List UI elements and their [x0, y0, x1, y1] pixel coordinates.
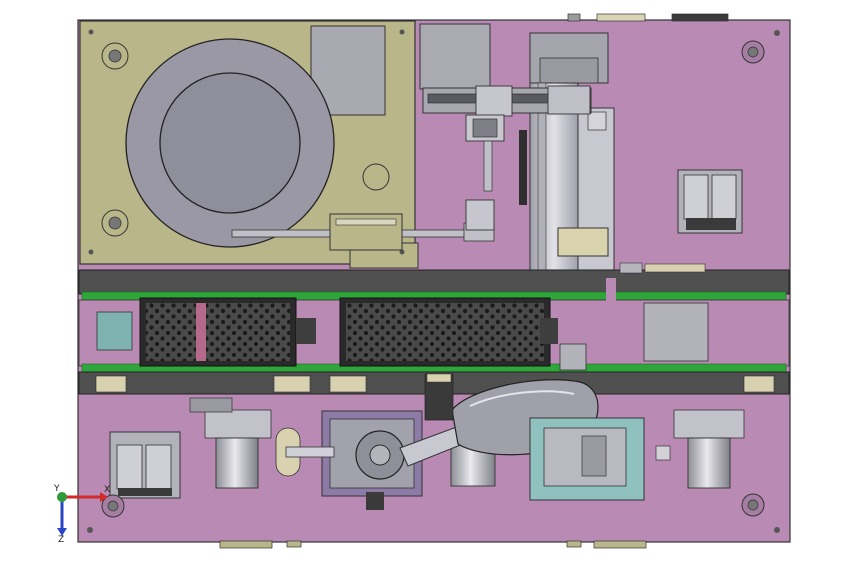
bowl-inner-disc [159, 72, 301, 214]
gantry-cable-cover [557, 227, 609, 257]
clamp-block-left [189, 397, 233, 413]
tray-stopper-left [296, 318, 316, 344]
tray-divider-ruby [196, 303, 206, 361]
gantry-z-rod [483, 140, 493, 192]
rail-block-6 [619, 262, 643, 274]
gantry-drag-chain [519, 130, 527, 205]
robot-rotary-hub [369, 444, 391, 466]
bowl-screw-3 [88, 249, 94, 255]
clamp-block-mid-top [426, 373, 452, 383]
conveyor-gap [606, 278, 616, 306]
gantry-side-plate [577, 107, 615, 296]
tray-stopper-right [540, 318, 558, 344]
axis-y-dot [57, 492, 67, 502]
conveyor-right-sensor [559, 343, 587, 371]
rail-block-5 [644, 263, 706, 273]
corner-hole-tr-inner [747, 46, 759, 58]
gantry-lower-gripper [465, 199, 495, 231]
corner-hole-bl-inner [107, 500, 119, 512]
bottom-tab-2 [286, 540, 302, 548]
right-cylinder-a [683, 174, 709, 220]
gantry-carriage [475, 85, 513, 117]
top-tab-right [671, 13, 729, 22]
gantry-motor-face [539, 57, 599, 84]
tray-right [346, 303, 544, 361]
corner-hole-br-inner [747, 499, 759, 511]
lower-left-cylinder-b [145, 444, 172, 490]
right-lower-sensor [655, 445, 671, 461]
lower-left-cylinder-base [118, 488, 172, 496]
bowl-mount-hole-tl-inner [108, 49, 122, 63]
lower-left-cylinder-a [116, 444, 143, 490]
conveyor-upper-rail [78, 269, 790, 295]
gantry-end-block [547, 85, 591, 115]
robot-shaft-left [285, 446, 335, 458]
rail-block-3 [329, 375, 367, 393]
right-lower-slot [581, 435, 607, 477]
bowl-mount-hole-r [362, 163, 390, 191]
bowl-screw-1 [88, 29, 94, 35]
bottom-tab-4 [593, 540, 647, 549]
conveyor-side-teal [96, 311, 133, 351]
bottom-tab-3 [566, 540, 582, 548]
feed-track-bracket-slot [335, 218, 397, 226]
right-cylinder-b [711, 174, 737, 220]
motor-3 [687, 437, 731, 489]
axis-y-label: Y [54, 484, 60, 494]
bowl-mount-hole-bl-inner [108, 216, 122, 230]
motor-3-mount [673, 409, 745, 439]
motor-1 [215, 437, 259, 489]
tray-left [146, 303, 290, 361]
top-tab-left [567, 13, 581, 22]
rail-block-2 [273, 375, 311, 393]
corner-screw-3 [87, 527, 93, 533]
axis-z-label: Z [58, 535, 65, 545]
center-upper-plate [419, 23, 491, 90]
axis-x-label: X [104, 485, 111, 495]
motor-1-mount [204, 409, 272, 439]
robot-bottom-clamp [366, 492, 384, 510]
bottom-tab-1 [219, 540, 273, 549]
top-tab-mid [596, 13, 646, 22]
rail-block-1 [95, 375, 127, 393]
bowl-screw-2 [399, 29, 405, 35]
corner-screw-2 [774, 527, 780, 533]
robot-arm-head-highlight [469, 390, 575, 407]
axis-x-head [100, 492, 108, 502]
bowl-mount-hole-bl [101, 209, 129, 237]
bowl-screw-4 [399, 249, 405, 255]
gantry-side-bracket [587, 111, 607, 131]
rail-block-4 [743, 375, 775, 393]
right-cylinder-base [686, 218, 736, 230]
axis-z-head [57, 528, 67, 536]
corner-screw-1 [774, 30, 780, 36]
gantry-gripper-body [472, 118, 498, 138]
conveyor-right-plate [643, 302, 709, 362]
bowl-mount-hole-tl [101, 42, 129, 70]
